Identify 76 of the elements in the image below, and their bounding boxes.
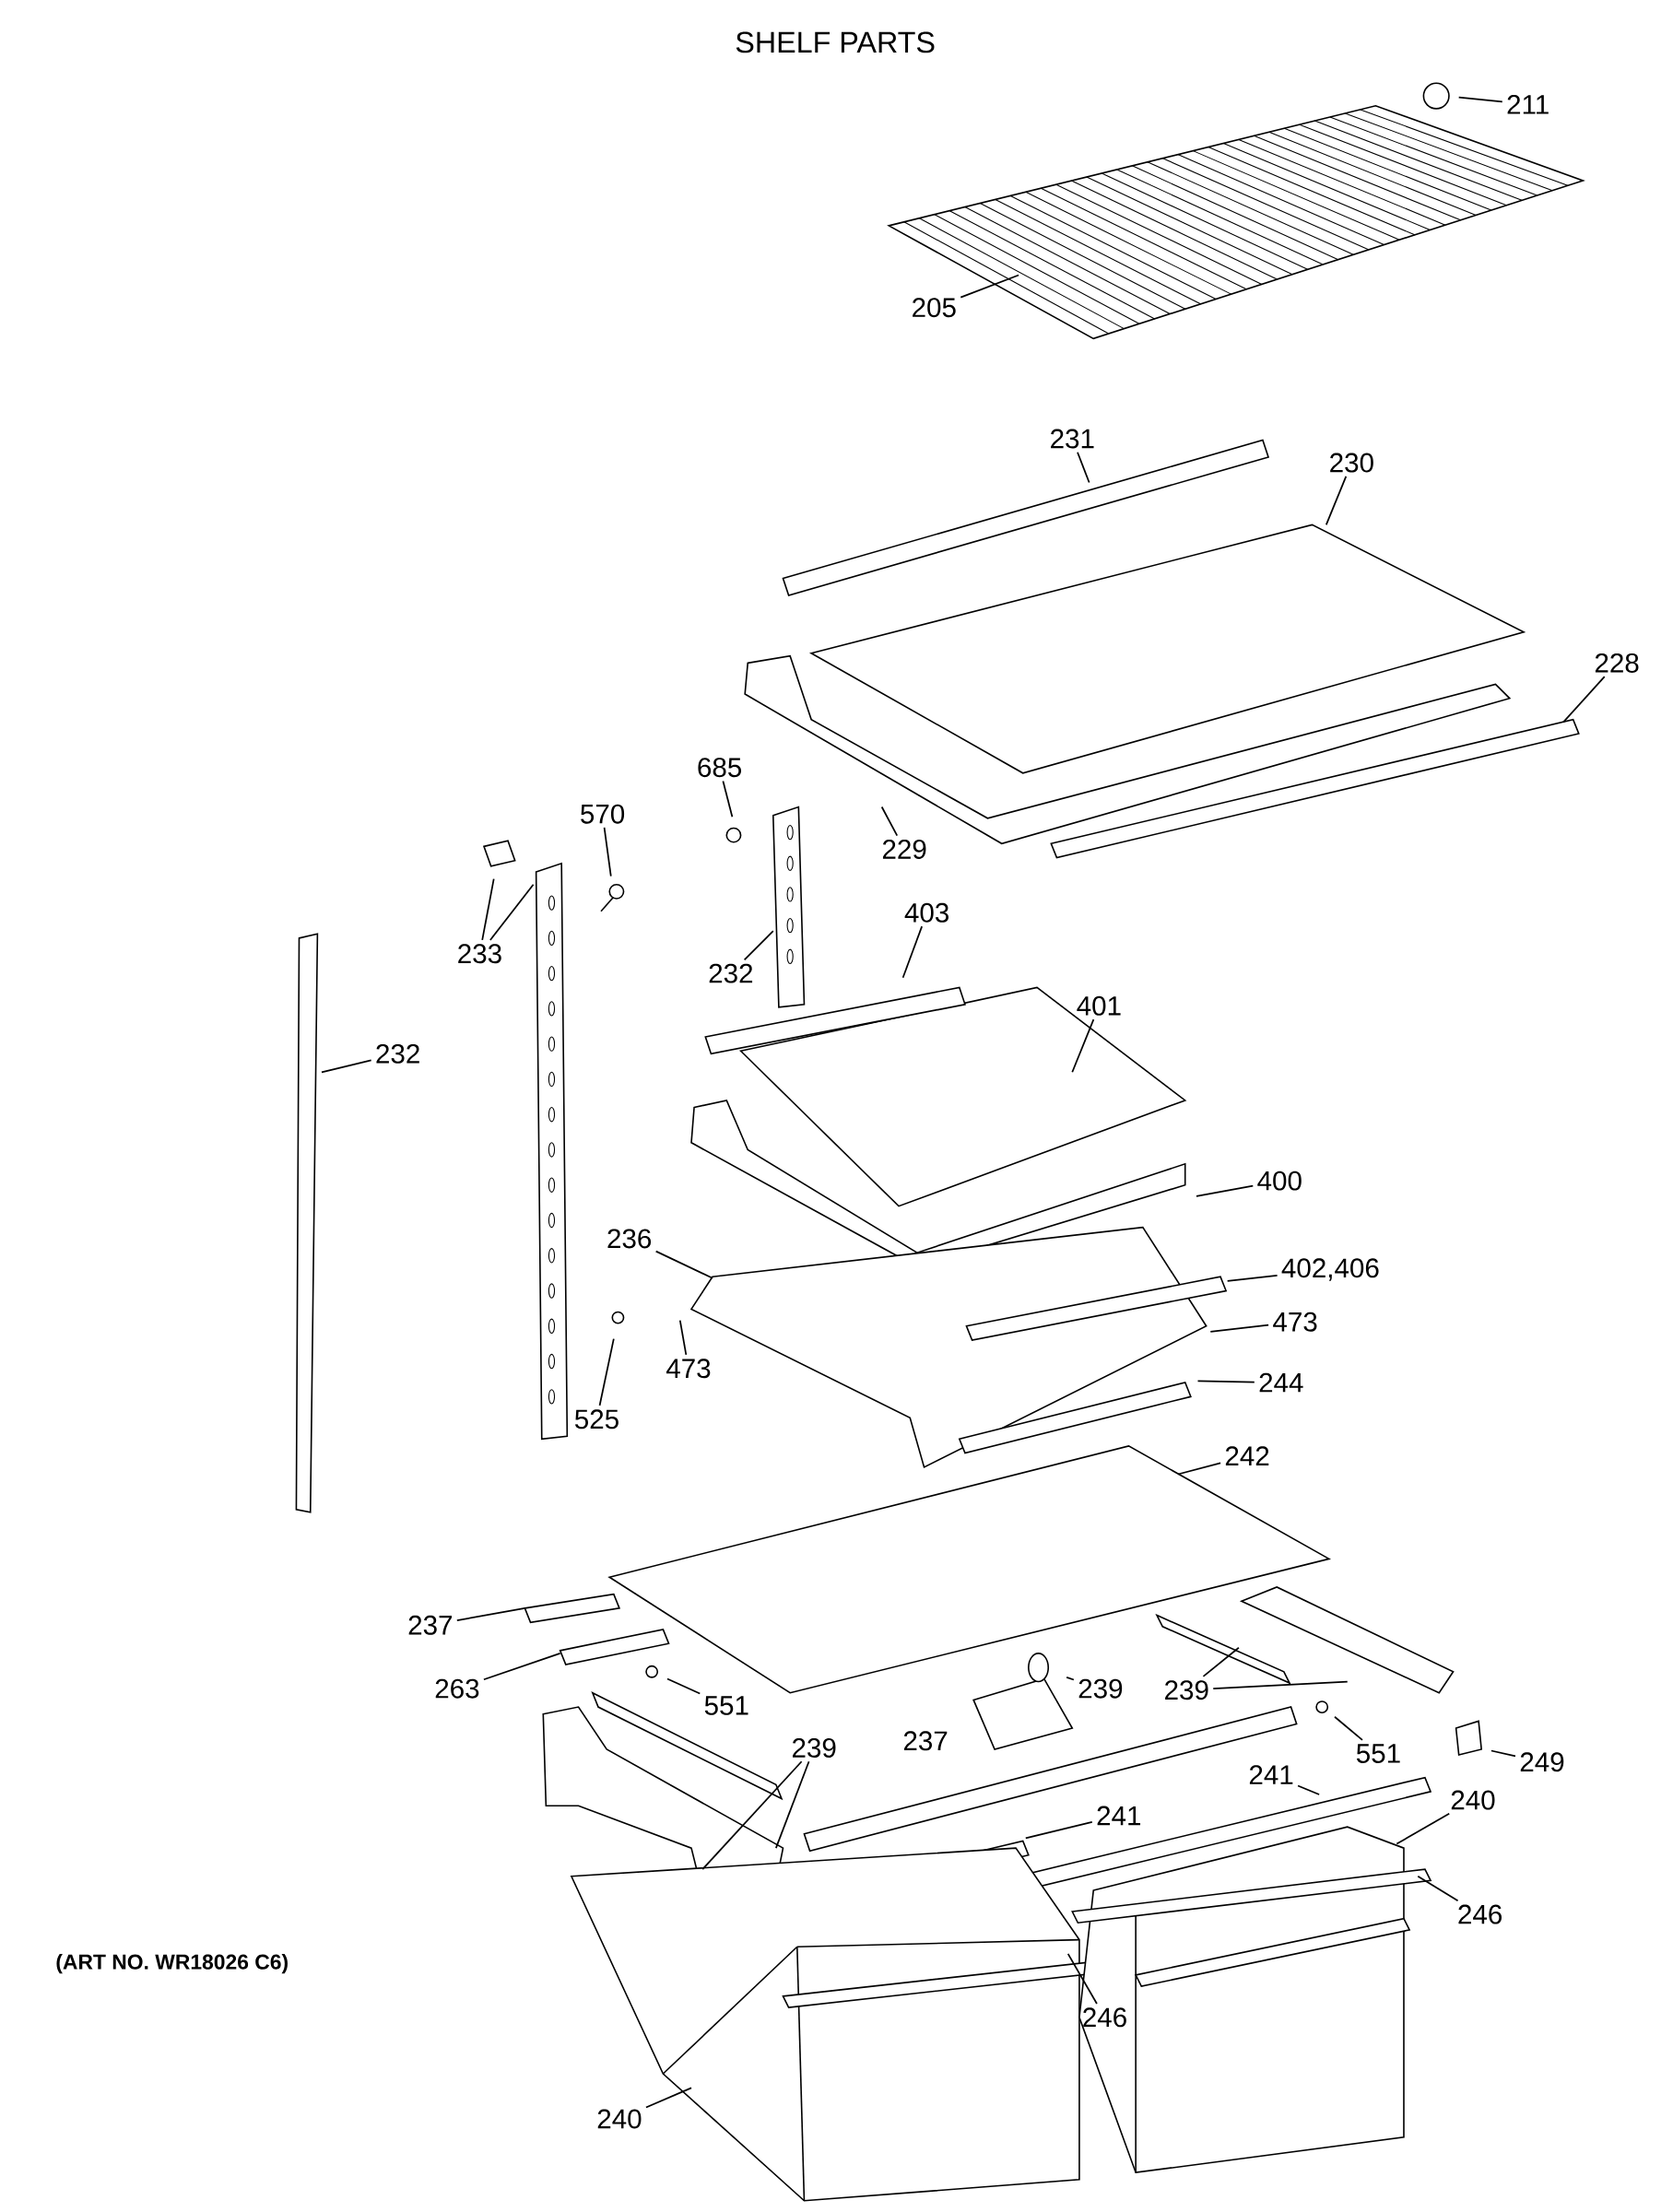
title: SHELF PARTS (736, 31, 935, 53)
callout-number: 246 (1458, 1904, 1502, 1924)
callout-number: 232 (376, 1043, 419, 1064)
leader-line (1195, 1184, 1255, 1197)
leader-line (1024, 1821, 1093, 1840)
leader-line (774, 1760, 810, 1849)
leader-line (1325, 475, 1348, 526)
callout-number: 232 (709, 963, 752, 983)
leader-line (1071, 1018, 1095, 1074)
leader-line (1066, 1677, 1075, 1681)
leader-line (1561, 676, 1606, 724)
callout-number: 240 (1451, 1790, 1495, 1810)
leader-line (701, 1760, 803, 1870)
callout-number: 236 (607, 1229, 651, 1249)
leader-line (1490, 1749, 1516, 1758)
leader-line (1209, 1324, 1269, 1333)
callout-number: 241 (1249, 1765, 1293, 1784)
leader-line (482, 1653, 561, 1681)
leader-line (880, 806, 898, 837)
leader-line (1196, 1380, 1255, 1383)
leader-line (481, 877, 495, 941)
leader-line (678, 1319, 688, 1356)
leader-line (1333, 1715, 1363, 1741)
callout-number: 525 (574, 1409, 619, 1430)
callout-number: 237 (408, 1615, 452, 1635)
callout-number: 233 (458, 944, 501, 964)
leader-line (455, 1607, 526, 1621)
callout-number: 239 (1164, 1680, 1208, 1700)
leader-line (598, 1337, 615, 1406)
leader-line (722, 780, 734, 818)
callout-number: 237 (903, 1731, 948, 1751)
leader-line (1396, 1813, 1450, 1845)
leader-line (1297, 1784, 1320, 1795)
callout-number: 211 (1507, 94, 1549, 114)
callout-number: 240 (597, 2109, 642, 2129)
leader-line (489, 883, 535, 941)
callout-number: 400 (1257, 1171, 1302, 1191)
callout-number: 551 (1356, 1744, 1400, 1763)
leader-line (1212, 1680, 1349, 1690)
callout-number: 473 (1272, 1312, 1317, 1332)
leader-line (644, 2087, 692, 2109)
callout-number: 473 (666, 1359, 711, 1379)
callout-number: 402,406 (1281, 1258, 1379, 1281)
leader-line (1226, 1275, 1278, 1282)
callout-number: 401 (1077, 995, 1121, 1016)
callout-number: 244 (1259, 1372, 1303, 1393)
leader-line (666, 1677, 701, 1695)
callout-number: 246 (1083, 2007, 1126, 2028)
leader-line (901, 925, 923, 979)
leader-line (1457, 96, 1503, 103)
callout-number: 551 (704, 1696, 748, 1715)
callout-number: 685 (698, 758, 741, 778)
callout-number: 239 (792, 1737, 836, 1758)
leader-line (1202, 1646, 1240, 1677)
leader-line (1417, 1875, 1459, 1902)
callout-number: 570 (580, 804, 624, 824)
leader-line (1076, 451, 1090, 484)
callout-number: 230 (1330, 453, 1373, 473)
callout-number: 249 (1520, 1752, 1564, 1772)
leader-line (320, 1059, 372, 1074)
callout-number: 205 (912, 298, 956, 318)
callout-number: 241 (1097, 1806, 1140, 1826)
callout-number: 263 (435, 1678, 479, 1699)
callout-number: 228 (1595, 653, 1639, 673)
leader-line (654, 1250, 713, 1279)
leader-line (1177, 1462, 1221, 1476)
art-number-note: (ART NO. WR18026 C6) (56, 1954, 288, 1974)
leader-line (1066, 1953, 1098, 2005)
callout-number: 242 (1225, 1446, 1269, 1465)
callout-number: 231 (1050, 429, 1094, 449)
callout-number: 403 (904, 902, 948, 923)
leader-line (960, 274, 1019, 299)
leader-line (743, 930, 774, 961)
leader-line (603, 827, 612, 877)
callout-number: 229 (882, 839, 926, 859)
callout-number: 239 (1078, 1678, 1123, 1699)
